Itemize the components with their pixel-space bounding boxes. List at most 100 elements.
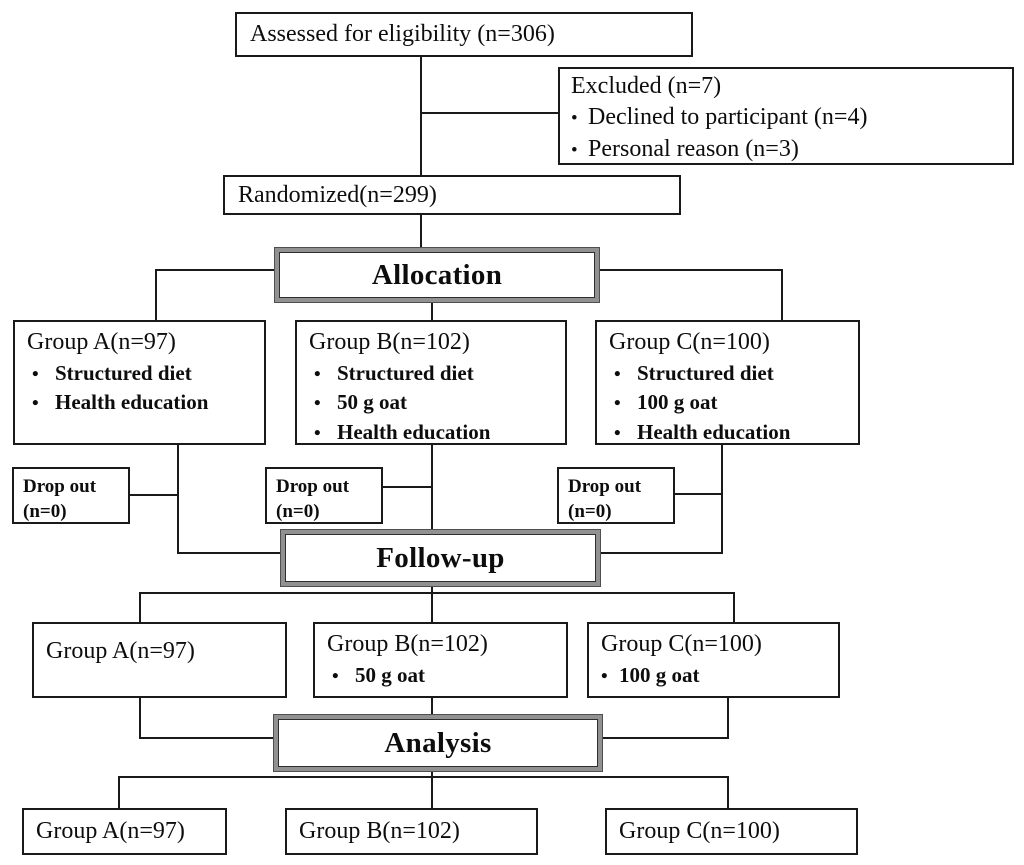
group-title: Group B(n=102) <box>299 818 460 844</box>
excluded-item-label: Declined to participant (n=4) <box>588 104 868 130</box>
excluded-item-label: Personal reason (n=3) <box>588 136 799 162</box>
followup-group-b-box: Group B(n=102) 50 g oat <box>313 622 568 698</box>
connector-line <box>177 552 285 554</box>
excluded-item: Declined to participant (n=4) <box>571 102 1001 134</box>
connector-line <box>431 766 433 778</box>
connector-line <box>155 269 279 271</box>
connector-line <box>431 581 433 594</box>
dropout-count: (n=0) <box>276 501 320 523</box>
bullet-item: Health education <box>597 418 858 447</box>
bullet-item: Structured diet <box>597 359 858 388</box>
connector-line <box>595 269 783 271</box>
bullet-item-label: Health education <box>337 419 491 444</box>
bullet-item-label: 100 g oat <box>619 663 700 687</box>
connector-line <box>139 592 735 594</box>
group-title: Group C(n=100) <box>609 329 770 355</box>
bullet-icon <box>314 360 337 387</box>
analysis-group-a-box: Group A(n=97) <box>22 808 227 855</box>
connector-line <box>139 696 141 739</box>
bullet-item-label: 50 g oat <box>337 390 407 415</box>
dropout-label: Drop out <box>276 476 350 497</box>
connector-line <box>727 696 729 739</box>
bullet-item-label: Health education <box>637 419 791 444</box>
bullet-item: 100 g oat <box>597 388 858 417</box>
group-title: Group B(n=102) <box>309 329 470 355</box>
bullet-icon <box>314 389 337 416</box>
dropout-label: Drop out <box>568 476 642 497</box>
randomized-box: Randomized(n=299) <box>223 175 681 215</box>
bullet-item: Structured diet <box>297 359 565 388</box>
excluded-box: Excluded (n=7) Declined to participant (… <box>558 67 1014 165</box>
connector-line <box>733 592 735 624</box>
bullet-icon <box>32 360 55 387</box>
connector-line <box>420 57 422 175</box>
connector-line <box>155 269 157 322</box>
bullet-item-label: Structured diet <box>337 361 474 385</box>
dropout-box-b: Drop out (n=0) <box>265 467 383 524</box>
excluded-title: Excluded (n=7) <box>571 73 722 99</box>
group-title: Group B(n=102) <box>327 631 488 657</box>
connector-line <box>727 776 729 810</box>
connector-line <box>431 696 433 720</box>
connector-line <box>431 592 433 624</box>
bullet-item-label: Health education <box>55 390 209 415</box>
connector-line <box>598 737 729 739</box>
connector-line <box>139 592 141 624</box>
connector-line <box>431 443 433 535</box>
bullet-item-label: Structured diet <box>637 361 774 385</box>
bullet-icon <box>614 419 637 446</box>
connector-line <box>431 776 433 810</box>
group-title: Group C(n=100) <box>619 818 780 844</box>
excluded-item: Personal reason (n=3) <box>571 134 1001 166</box>
connector-line <box>420 112 560 114</box>
bullet-icon <box>571 102 588 134</box>
dropout-box-c: Drop out (n=0) <box>557 467 675 524</box>
connector-line <box>675 493 723 495</box>
analysis-stage-label: Analysis <box>384 726 492 759</box>
bullet-icon <box>614 389 637 416</box>
connector-line <box>431 297 433 322</box>
group-title: Group A(n=97) <box>36 818 185 844</box>
connector-line <box>420 215 422 251</box>
bullet-item: Health education <box>297 418 565 447</box>
followup-stage-label: Follow-up <box>376 541 505 574</box>
followup-group-a-box: Group A(n=97) <box>32 622 287 698</box>
allocation-group-b-box: Group B(n=102) Structured diet 50 g oat … <box>295 320 567 445</box>
connector-line <box>139 737 278 739</box>
bullet-item: Structured diet <box>15 359 264 388</box>
assessed-eligibility-box: Assessed for eligibility (n=306) <box>235 12 693 57</box>
dropout-label: Drop out <box>23 476 97 497</box>
connector-line <box>721 443 723 554</box>
connector-line <box>596 552 723 554</box>
followup-stage-box: Follow-up <box>285 534 596 582</box>
allocation-stage-box: Allocation <box>279 252 595 298</box>
assessed-eligibility-label: Assessed for eligibility (n=306) <box>250 21 555 47</box>
dropout-count: (n=0) <box>568 501 612 523</box>
bullet-item-label: Structured diet <box>55 361 192 385</box>
connector-line <box>781 269 783 322</box>
connector-line <box>118 776 120 810</box>
bullet-item-label: 50 g oat <box>355 663 425 687</box>
randomized-label: Randomized(n=299) <box>238 181 437 208</box>
analysis-group-b-box: Group B(n=102) <box>285 808 538 855</box>
bullet-item: 50 g oat <box>315 661 566 690</box>
analysis-group-c-box: Group C(n=100) <box>605 808 858 855</box>
connector-line <box>177 443 179 554</box>
dropout-count: (n=0) <box>23 501 67 523</box>
bullet-item: 100 g oat <box>589 661 838 690</box>
bullet-icon <box>614 360 637 387</box>
bullet-item: Health education <box>15 388 264 417</box>
connector-line <box>118 776 729 778</box>
bullet-icon <box>32 389 55 416</box>
analysis-stage-box: Analysis <box>278 719 598 767</box>
group-title: Group A(n=97) <box>27 329 176 355</box>
followup-group-c-box: Group C(n=100) 100 g oat <box>587 622 840 698</box>
bullet-item: 50 g oat <box>297 388 565 417</box>
allocation-group-c-box: Group C(n=100) Structured diet 100 g oat… <box>595 320 860 445</box>
connector-line <box>383 486 433 488</box>
bullet-icon <box>601 662 619 689</box>
bullet-icon <box>571 134 588 166</box>
allocation-stage-label: Allocation <box>371 258 503 291</box>
group-title: Group C(n=100) <box>601 631 762 657</box>
connector-line <box>130 494 179 496</box>
